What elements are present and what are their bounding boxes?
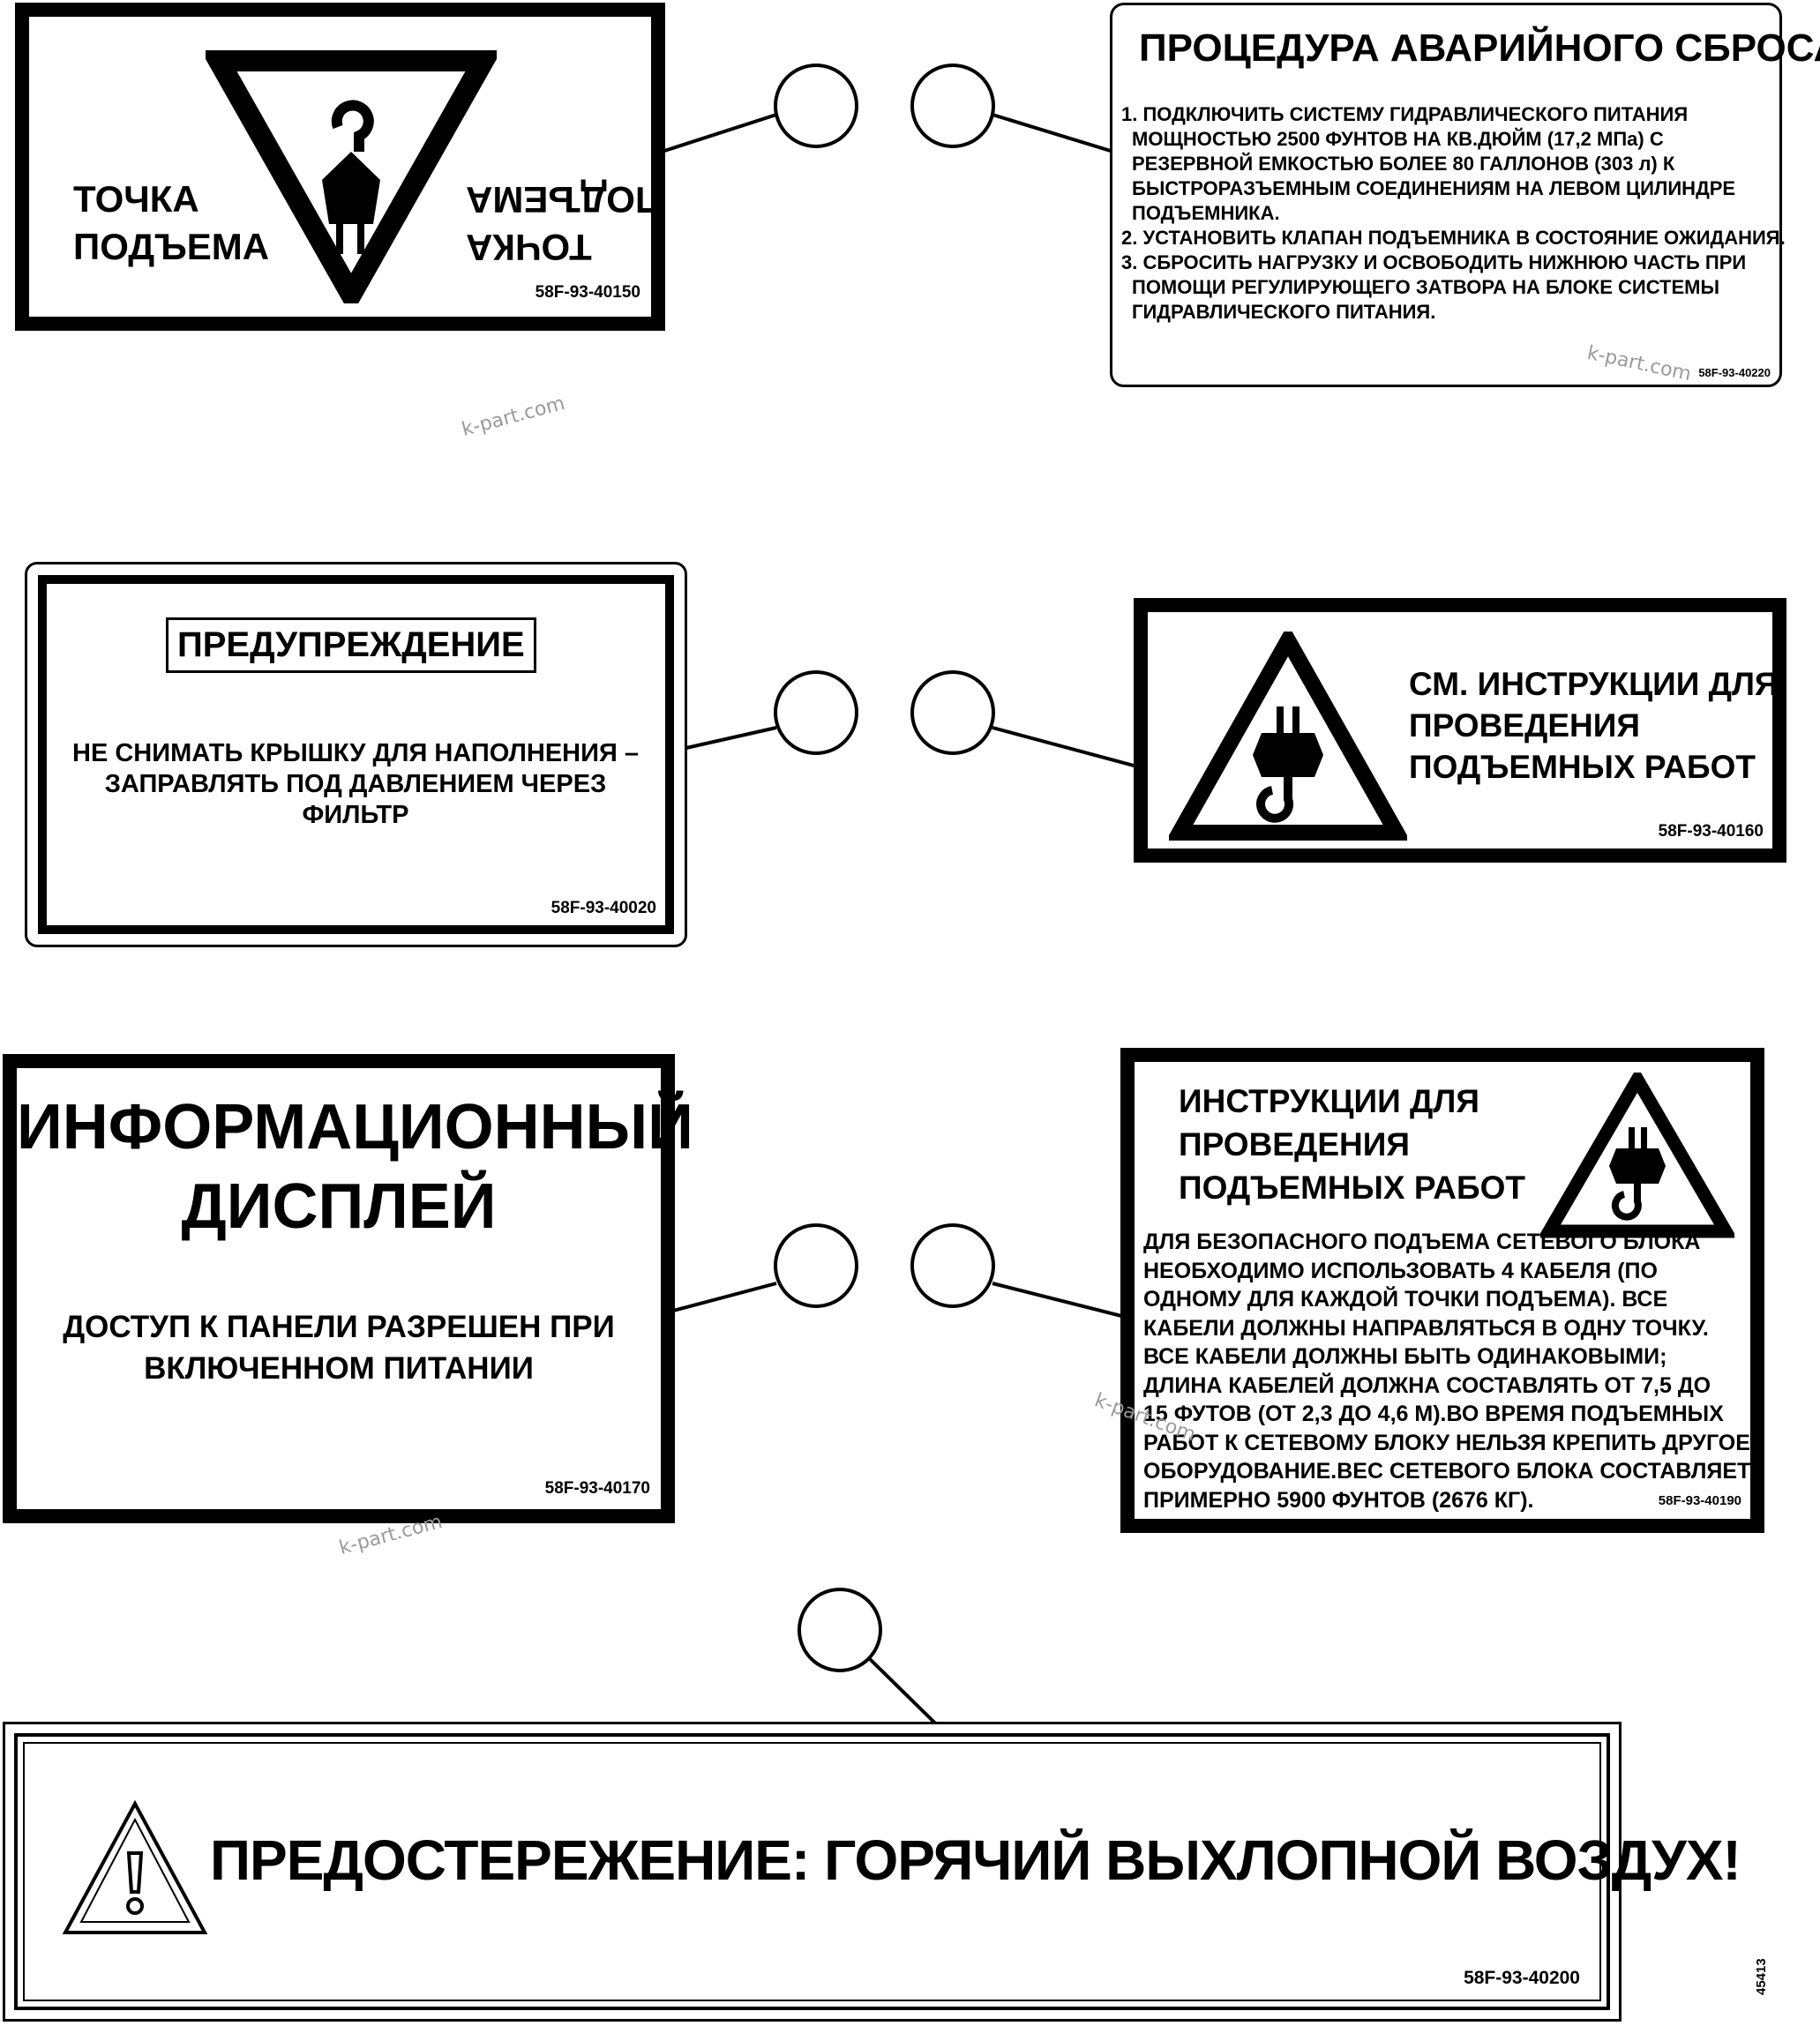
info-display-title: ИНФОРМАЦИОННЫЙ ДИСПЛЕЙ	[17, 1092, 693, 1242]
lifting-instructions-decal: ИНСТРУКЦИИ ДЛЯ ПРОВЕДЕНИЯ ПОДЪЕМНЫХ РАБО…	[1120, 1048, 1764, 1533]
info-display-body: ДОСТУП К ПАНЕЛИ РАЗРЕШЕН ПРИ ВКЛЮЧЕННОМ …	[63, 1310, 615, 1386]
leader-line-emergency-reset	[992, 113, 1114, 153]
lift-point-mirrored-text: ТОЧКА ПОДЪЕМА	[466, 179, 663, 268]
lifting-instructions-body: ДЛЯ БЕЗОПАСНОГО ПОДЪЕМА СЕТЕВОГО БЛОКА Н…	[1143, 1230, 1751, 1513]
part-number: 58F-93-40020	[550, 899, 656, 917]
lift-hook-icon	[206, 50, 497, 303]
crane-hook-icon	[1169, 632, 1407, 841]
see-instructions-text: СМ. ИНСТРУКЦИИ ДЛЯ ПРОВЕДЕНИЯ ПОДЪЕМНЫХ …	[1409, 666, 1779, 785]
emergency-reset-decal: ПРОЦЕДУРА АВАРИЙНОГО СБРОСА 1. ПОДКЛЮЧИТ…	[1110, 3, 1820, 387]
callout-circle	[910, 1223, 995, 1308]
lifting-instructions-title: ИНСТРУКЦИИ ДЛЯ ПРОВЕДЕНИЯ ПОДЪЕМНЫХ РАБО…	[1179, 1083, 1525, 1206]
exclamation-warning-icon	[62, 1799, 208, 1934]
hot-exhaust-text: ПРЕДОСТЕРЕЖЕНИЕ: ГОРЯЧИЙ ВЫХЛОПНОЙ ВОЗДУ…	[210, 1828, 1741, 1892]
warning-text: НЕ СНИМАТЬ КРЫШКУ ДЛЯ НАПОЛНЕНИЯ – ЗАПРА…	[72, 739, 639, 829]
part-number: 58F-93-40220	[1698, 366, 1771, 379]
callout-circle	[910, 670, 995, 755]
hot-exhaust-decal: ПРЕДОСТЕРЕЖЕНИЕ: ГОРЯЧИЙ ВЫХЛОПНОЙ ВОЗДУ…	[3, 1722, 1741, 2022]
info-display-decal: ИНФОРМАЦИОННЫЙ ДИСПЛЕЙ ДОСТУП К ПАНЕЛИ Р…	[3, 1054, 693, 1523]
leader-line-warning	[670, 726, 777, 753]
procedure-steps: 1. ПОДКЛЮЧИТЬ СИСТЕМУ ГИДРАВЛИЧЕСКОГО ПИ…	[1121, 103, 1786, 323]
lift-point-decal: ТОЧКА ПОДЪЕМА ТОЧКА ПОДЪЕМА 58F-93-40150	[15, 3, 665, 331]
decal-title: ПРОЦЕДУРА АВАРИЙНОГО СБРОСА	[1139, 26, 1820, 70]
callout-circle	[910, 64, 995, 148]
part-number: 58F-93-40150	[535, 283, 640, 302]
callout-circle	[774, 64, 858, 148]
leader-line-lift-point	[661, 113, 777, 153]
see-instructions-decal: СМ. ИНСТРУКЦИИ ДЛЯ ПРОВЕДЕНИЯ ПОДЪЕМНЫХ …	[1134, 598, 1786, 863]
part-number: 58F-93-40190	[1658, 1493, 1741, 1508]
warning-inner-frame: ПРЕДУПРЕЖДЕНИЕ НЕ СНИМАТЬ КРЫШКУ ДЛЯ НАП…	[38, 575, 674, 934]
leader-line-see-instructions	[992, 726, 1148, 771]
part-number: 58F-93-40170	[544, 1479, 650, 1498]
callout-circle	[774, 670, 858, 755]
crane-hook-icon	[1540, 1073, 1734, 1238]
part-number: 58F-93-40160	[1658, 822, 1764, 841]
leader-line-info-display	[659, 1282, 777, 1316]
hot-exhaust-frame: ПРЕДОСТЕРЕЖЕНИЕ: ГОРЯЧИЙ ВЫХЛОПНОЙ ВОЗДУ…	[14, 1733, 1741, 2010]
figure-id: 45413	[1754, 1958, 1769, 1995]
warning-decal: ПРЕДУПРЕЖДЕНИЕ НЕ СНИМАТЬ КРЫШКУ ДЛЯ НАП…	[25, 562, 687, 947]
callout-circle	[774, 1223, 858, 1308]
warning-title-box: ПРЕДУПРЕЖДЕНИЕ	[166, 617, 536, 673]
lift-point-text: ТОЧКА ПОДЪЕМА	[73, 178, 270, 267]
leader-line-lifting-instructions	[992, 1282, 1143, 1323]
callout-circle	[798, 1588, 882, 1672]
hot-exhaust-inner-frame: ПРЕДОСТЕРЕЖЕНИЕ: ГОРЯЧИЙ ВЫХЛОПНОЙ ВОЗДУ…	[23, 1742, 1741, 2001]
part-number: 58F-93-40200	[1464, 1968, 1580, 1988]
